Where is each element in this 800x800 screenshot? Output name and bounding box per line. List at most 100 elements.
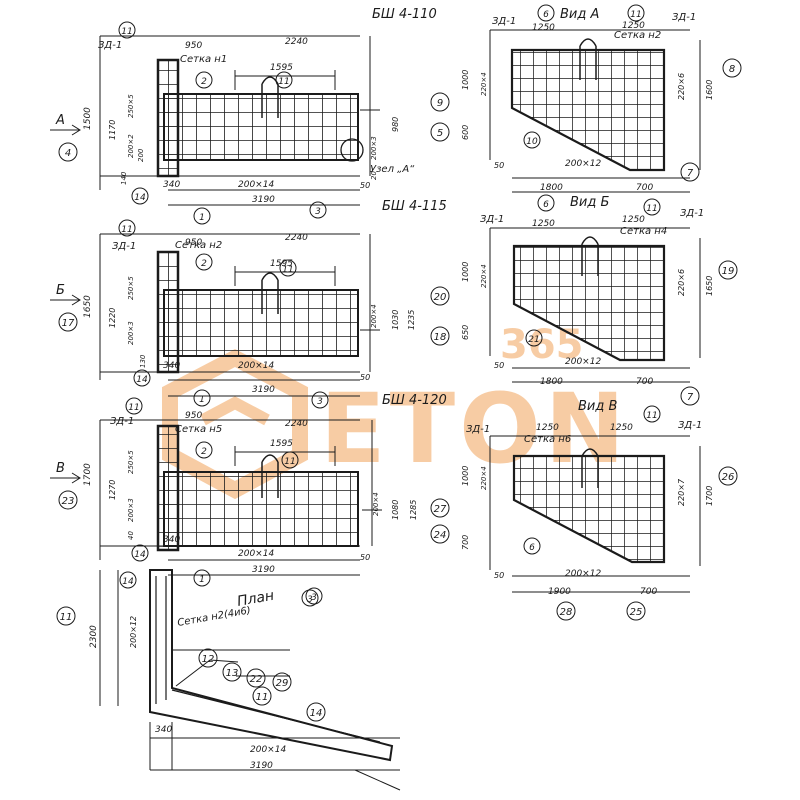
dim-bottom-left: 340 (163, 535, 180, 545)
watermark: ETON 365 (162, 322, 625, 500)
dim-left-3: 200×2 (127, 134, 135, 158)
svg-text:11: 11 (646, 411, 657, 421)
svg-text:3: 3 (315, 207, 321, 217)
mesh-callout: Сетка н4 (620, 226, 667, 237)
marker-5: 10 (523, 131, 541, 149)
dim-bottom-right: 200×14 (238, 549, 274, 559)
dim-left-total: 1500 (83, 107, 93, 130)
marker-5: 24 (430, 524, 450, 544)
svg-text:29: 29 (276, 678, 289, 689)
marker-5: 7 (680, 386, 700, 406)
view-b: Вид Б ЗД-1 ЗД-1 Сетка н4 1250 1250 200×1… (430, 195, 738, 406)
dim-top-right: 1250 (622, 215, 645, 225)
view-a: Вид А ЗД-1 ЗД-1 Сетка н2 1250 1250 200×1… (430, 4, 742, 212)
dim-small: 50 (494, 161, 504, 170)
marker-2: 2 (195, 71, 213, 89)
marker-7: 1 (193, 389, 211, 407)
embedded-part-callout: ЗД-1 (492, 16, 516, 27)
dim-left-3: 650 (461, 325, 470, 340)
view-mesh (512, 454, 666, 564)
dim-left-1: 1000 (461, 466, 470, 486)
marker-4: 23 (58, 490, 78, 510)
dim-inner: 1595 (270, 439, 293, 449)
svg-text:2: 2 (201, 259, 207, 269)
marker-6: 14 (131, 544, 149, 562)
marker-1: 14 (119, 571, 137, 589)
marker-6: 14 (133, 369, 151, 387)
marker-4: 13 (222, 662, 242, 682)
view-title: Вид А (560, 7, 599, 22)
marker-8: 3 (309, 201, 327, 219)
marker-1: 6 (537, 4, 555, 22)
svg-text:6: 6 (543, 10, 549, 20)
svg-text:7: 7 (687, 392, 694, 403)
wall-mesh (163, 93, 359, 161)
dim-bottom-right: 200×14 (238, 180, 274, 190)
dim-bottom-right: 200×14 (250, 745, 286, 755)
dim-left-1: 1170 (108, 120, 117, 140)
svg-text:8: 8 (729, 64, 735, 75)
dim-right-2: 200×4 (370, 304, 378, 328)
marker-4: 17 (58, 312, 78, 332)
svg-text:11: 11 (121, 225, 132, 235)
mesh-callout: Сетка н6 (524, 434, 571, 445)
embedded-part-callout: ЗД-1 (98, 40, 122, 51)
dim-right-2: 200×4 (372, 492, 380, 516)
embedded-part-callout-right: ЗД-1 (678, 420, 702, 431)
wall-mesh (163, 289, 359, 357)
dim-right-1: 220×6 (677, 269, 686, 296)
dim-top-right: 2240 (285, 233, 308, 243)
svg-text:11: 11 (282, 265, 293, 275)
column-mesh (156, 58, 180, 178)
mesh-callout: Сетка н2 (175, 240, 222, 251)
dim-left-3: 200×3 (127, 321, 135, 345)
dim-small: 50 (360, 181, 370, 190)
svg-text:12: 12 (202, 654, 215, 665)
dim-right-1: 1030 (391, 310, 400, 330)
marker-1: 11 (643, 405, 661, 423)
dim-bottom-3: 700 (640, 587, 657, 597)
dim-left-3: 700 (461, 535, 470, 550)
svg-text:14: 14 (122, 577, 134, 587)
marker-2: 2 (195, 253, 213, 271)
dim-left-2: 220×4 (480, 72, 488, 96)
svg-text:2: 2 (201, 447, 207, 457)
dim-top-right: 2240 (285, 419, 308, 429)
svg-text:11: 11 (256, 692, 269, 703)
dim-left-1: 1220 (108, 308, 117, 328)
dim-bottom-2: 1800 (540, 377, 563, 387)
embedded-part-callout: ЗД-1 (480, 214, 504, 225)
svg-text:25: 25 (630, 607, 643, 618)
svg-text:5: 5 (437, 128, 443, 139)
marker-7: 1 (193, 207, 211, 225)
plan-title: План (236, 588, 275, 610)
wall-mesh (163, 471, 359, 547)
dim-right-3: 20 (370, 171, 378, 180)
svg-text:10: 10 (526, 137, 538, 147)
dim-vert-total: 2300 (89, 625, 99, 648)
dim-total: 3190 (252, 565, 275, 575)
marker-7: 6 (537, 194, 555, 212)
dim-left-4: 130 (139, 354, 147, 368)
dim-left-1: 1000 (461, 262, 470, 282)
svg-text:2: 2 (201, 77, 207, 87)
marker-5: 22 (246, 668, 266, 688)
marker-2: 2 (195, 441, 213, 459)
marker-1: 11 (118, 21, 136, 39)
marker-1: 11 (643, 198, 661, 216)
dim-right-1: 220×6 (677, 73, 686, 100)
plan-view: План Сетка н2(4и6) 2300 200×12 340 200×1… (56, 569, 401, 791)
svg-text:1: 1 (199, 213, 205, 223)
column-mesh (156, 250, 180, 374)
svg-text:11: 11 (128, 403, 139, 413)
node-callout: Узел „А“ (370, 164, 415, 175)
svg-text:11: 11 (121, 27, 132, 37)
dim-left-total: 1700 (83, 463, 93, 486)
dim-top-right: 1250 (610, 423, 633, 433)
dim-right-1: 220×7 (677, 478, 686, 506)
column-mesh (156, 424, 180, 552)
embedded-part-callout: ЗД-1 (112, 241, 136, 252)
dim-top-left: 950 (185, 238, 202, 248)
dim-right-2: 1600 (705, 80, 714, 100)
marker-6: 29 (272, 672, 292, 692)
